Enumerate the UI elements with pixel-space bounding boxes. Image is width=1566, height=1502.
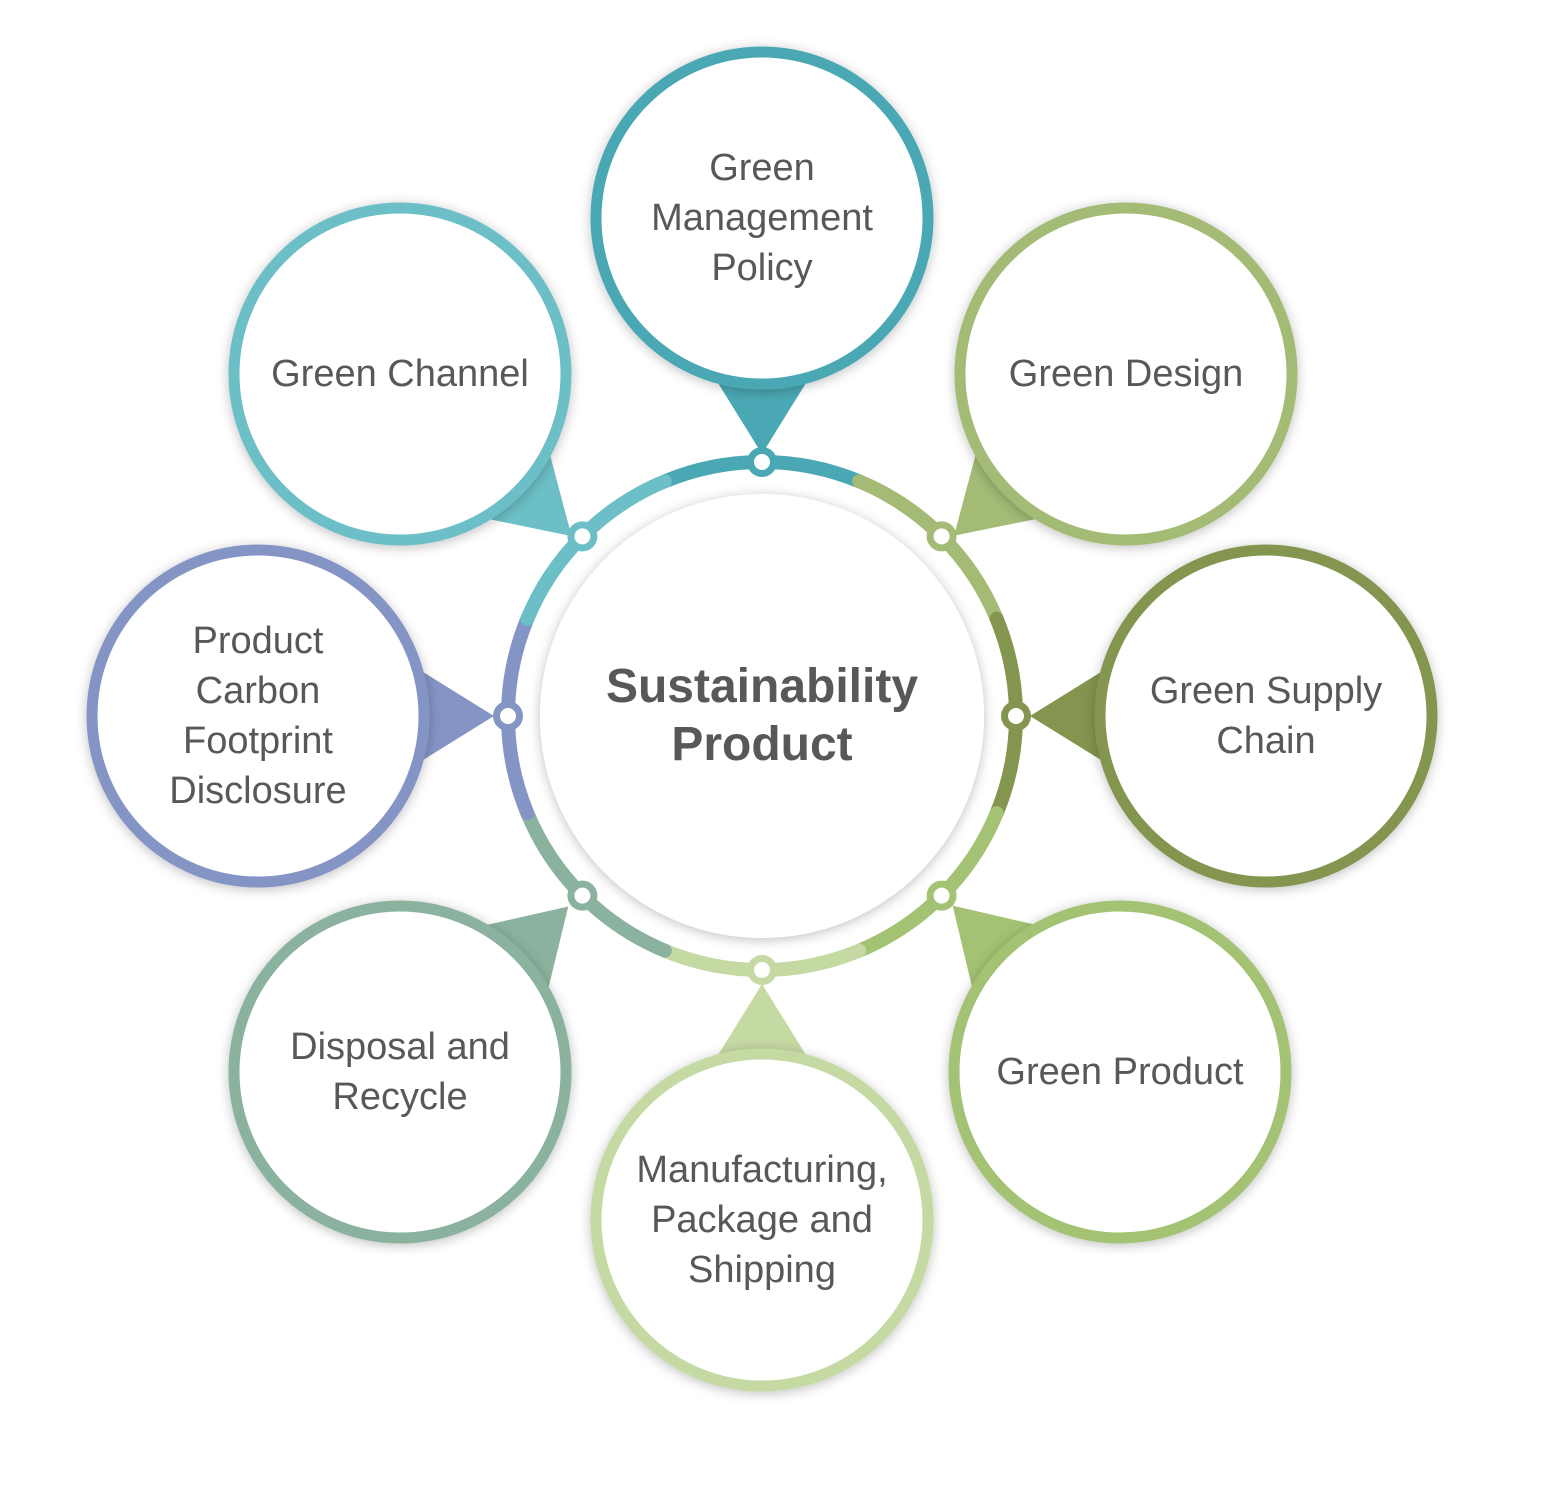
node-circle <box>228 202 572 546</box>
pointer-triangle <box>711 371 813 454</box>
pointer-triangle <box>711 984 813 1067</box>
node-label-green-product: Green Product <box>970 952 1270 1192</box>
node-label-line: Policy <box>711 247 813 289</box>
node-label-line: Product <box>192 620 324 662</box>
node-product-carbon-footprint-disclosure <box>86 544 494 888</box>
center-title-line1: Sustainability <box>605 660 919 713</box>
node-label-line: Disposal and <box>290 1026 510 1068</box>
node-green-product <box>948 900 1292 1244</box>
node-green-supply-chain <box>1030 544 1438 888</box>
node-label-line: Carbon <box>195 670 321 712</box>
node-label-line: Disclosure <box>169 770 347 812</box>
ring-dot-inner <box>754 454 770 470</box>
node-label-line: Green Product <box>996 1051 1244 1093</box>
pointer-triangle <box>411 665 494 767</box>
node-circle <box>86 544 430 888</box>
center-disc <box>540 494 984 938</box>
node-label-line: Footprint <box>183 720 333 762</box>
node-label-line: Green Channel <box>271 353 529 395</box>
node-label-line: Package and <box>651 1199 873 1241</box>
node-circle <box>954 202 1298 546</box>
node-circle <box>590 1048 934 1392</box>
node-label-green-design: Green Design <box>976 254 1276 494</box>
node-label-line: Green <box>709 147 815 189</box>
node-manufacturing-package-shipping <box>590 984 934 1392</box>
node-circle <box>948 900 1292 1244</box>
node-green-management-policy <box>590 46 934 454</box>
center-title-line2: Product <box>671 718 853 771</box>
ring-dot-inner <box>574 887 591 904</box>
node-green-channel <box>228 202 572 546</box>
node-circle <box>1094 544 1438 888</box>
node-label-line: Shipping <box>688 1249 836 1291</box>
ring-dot-inner <box>574 528 591 545</box>
ring-connector-dots <box>493 447 1031 985</box>
pointer-triangle <box>1030 665 1113 767</box>
node-label-line: Chain <box>1216 720 1316 762</box>
node-green-design <box>954 202 1298 546</box>
node-circles <box>86 46 1438 1392</box>
node-label-line: Green Design <box>1008 353 1244 395</box>
ring-dot-inner <box>500 708 516 724</box>
ring-dot-inner <box>754 962 770 978</box>
node-label-line: Recycle <box>332 1076 468 1118</box>
ring-dot-inner <box>1008 708 1024 724</box>
node-label-green-channel: Green Channel <box>250 254 550 494</box>
center-title: Sustainability Product <box>562 636 962 796</box>
node-label-line: Manufacturing, <box>636 1149 888 1191</box>
node-circle <box>590 46 934 390</box>
node-label-line: Management <box>651 197 873 239</box>
ring-dot-inner <box>933 887 950 904</box>
ring-dot-inner <box>933 528 950 545</box>
center-circle <box>540 494 984 938</box>
node-disposal-and-recycle <box>228 900 572 1244</box>
node-label-line: Green Supply <box>1149 670 1383 712</box>
node-circle <box>228 900 572 1244</box>
